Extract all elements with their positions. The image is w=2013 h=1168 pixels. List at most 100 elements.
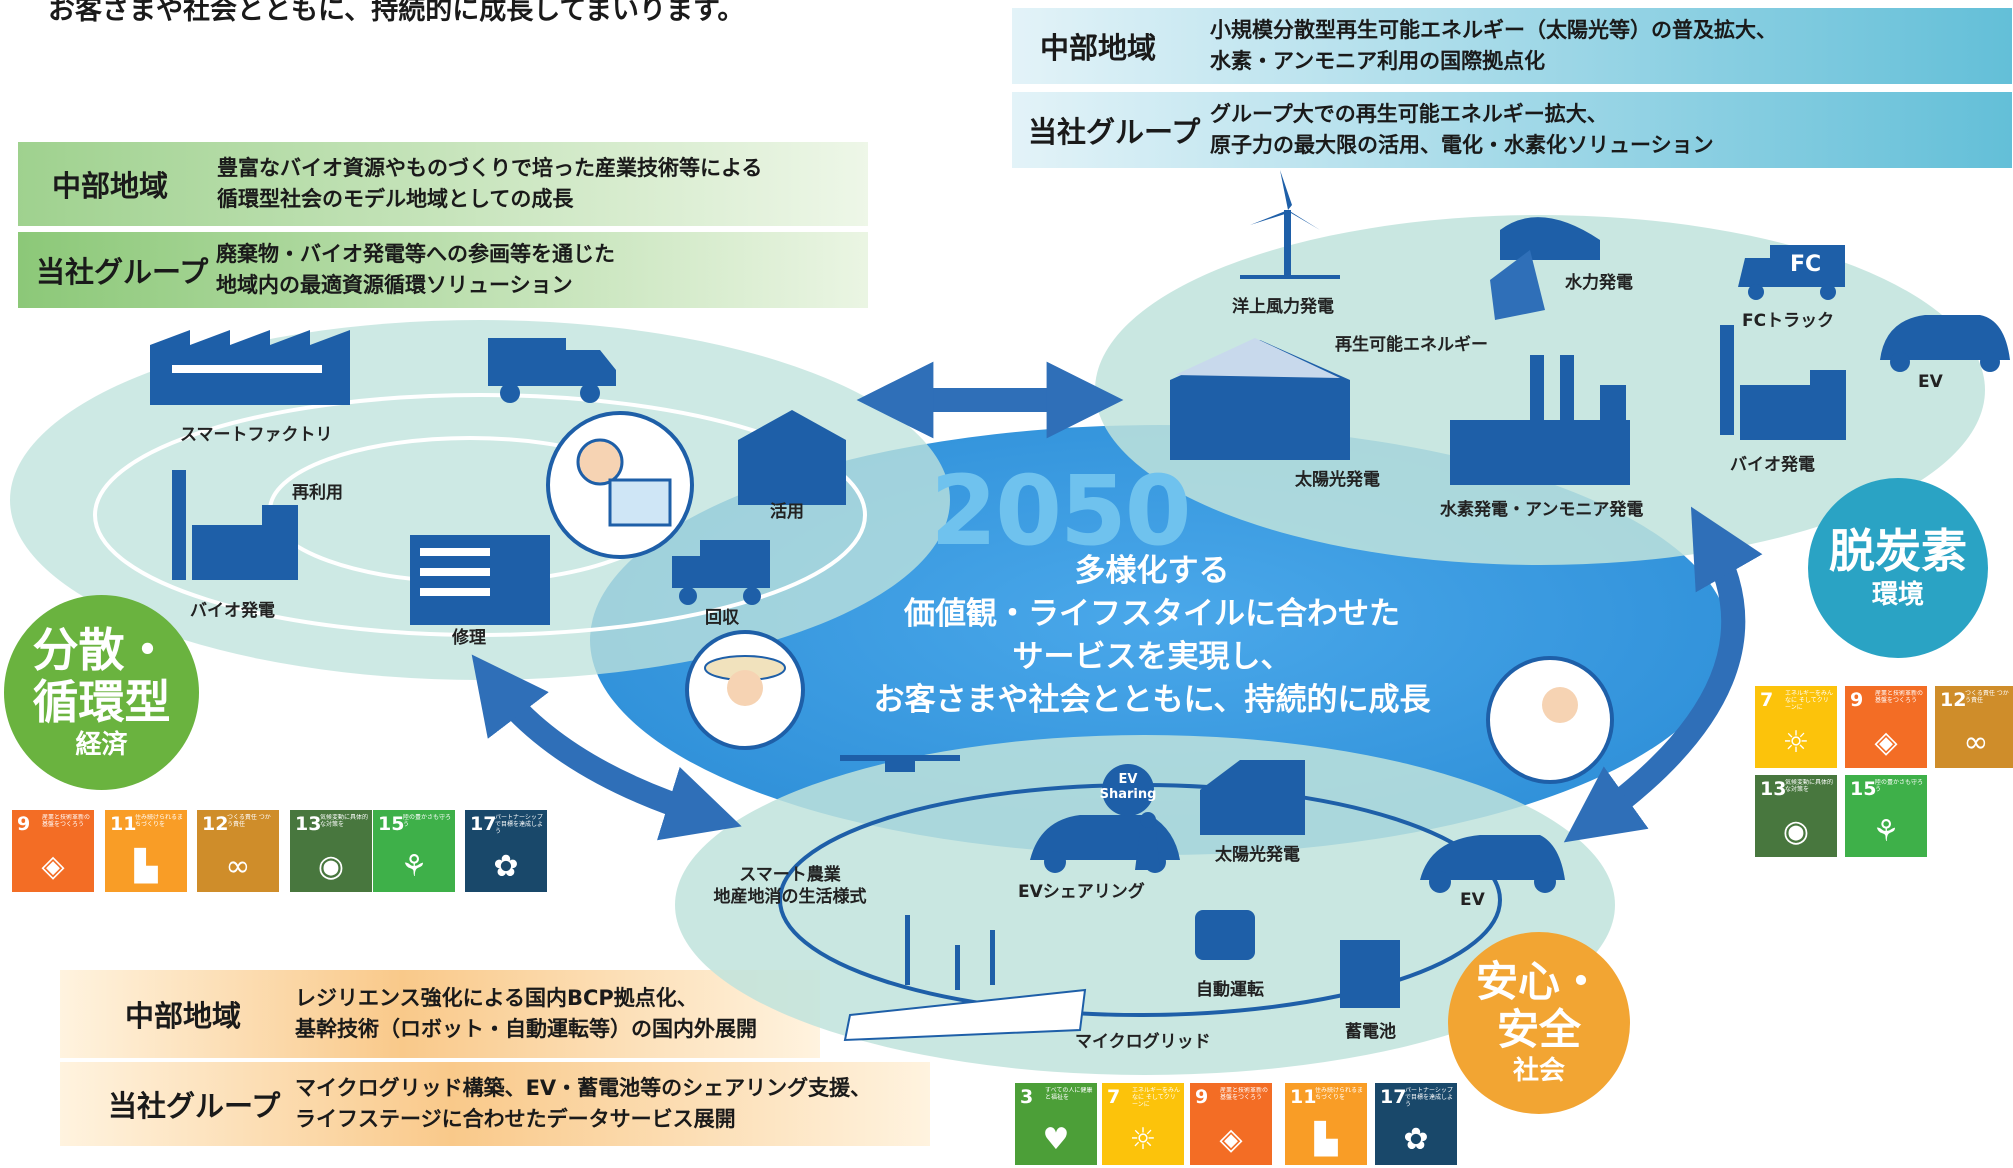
fc-badge: FC: [1790, 252, 1822, 277]
infinity-icon: ∞: [1963, 725, 1989, 760]
band-line: 基幹技術（ロボット・自動運転等）の国内外展開: [295, 1017, 757, 1041]
sdg-goal-number: 17: [470, 813, 497, 835]
left-ellipse: [10, 320, 950, 680]
driver-icon: [1486, 656, 1614, 784]
sdg-goal-text: 産業と技術革新の基盤をつくろう: [1875, 690, 1923, 704]
person-box-icon: [546, 411, 694, 559]
band-key: 中部地域: [52, 169, 169, 203]
sdg-goal-number: 15: [1850, 778, 1877, 800]
sdg-goal-number: 13: [1760, 778, 1787, 800]
band-bottom-left-chubu: 中部地域 レジリエンス強化による国内BCP拠点化、 基幹技術（ロボット・自動運転…: [125, 970, 757, 1058]
sun-icon: ☼: [1782, 725, 1810, 760]
sdg-goal-tile: 9 産業と技術革新の基盤をつくろう ◈: [12, 810, 94, 892]
circle-sub: 環境: [1871, 580, 1924, 610]
sdg-goal-text: 産業と技術革新の基盤をつくろう: [42, 814, 90, 828]
sdg-goal-number: 15: [378, 813, 405, 835]
sdg-goal-number: 9: [1195, 1086, 1209, 1108]
cube-icon: ◈: [1874, 725, 1898, 760]
smart-factory-icon: [150, 330, 350, 405]
label-fc-truck: FCトラック: [1742, 311, 1835, 331]
ev-sharing-badge-line: Sharing: [1099, 787, 1157, 802]
label-bio-left: バイオ発電: [190, 601, 275, 621]
band-key: 当社グループ: [36, 255, 209, 289]
drone-icon: [840, 755, 960, 772]
circle-sub: 社会: [1512, 1056, 1565, 1086]
circle-title: 安全: [1496, 1005, 1581, 1054]
sdg-goal-number: 12: [202, 813, 229, 835]
band-line: マイクログリッド構築、EV・蓄電池等のシェアリング支援、: [295, 1076, 872, 1100]
house-person-icon: [738, 410, 846, 505]
center-line: お客さまや社会とともに、持続的に成長: [873, 682, 1431, 718]
label-bio-right: バイオ発電: [1730, 455, 1815, 475]
sdg-goal-number: 11: [1290, 1086, 1317, 1108]
band-top-left-group: 当社グループ 廃棄物・バイオ発電等への参画等を通じた 地域内の最適資源循環ソリュ…: [36, 232, 615, 308]
label-autonomous: 自動運転: [1196, 980, 1264, 1000]
center-year: 2050: [930, 455, 1191, 567]
band-key: 中部地域: [1040, 31, 1157, 65]
sdg-goal-text: 陸の豊かさも守ろう: [1875, 779, 1923, 793]
sdg-goal-text: 住み続けられるまちづくりを: [135, 814, 183, 828]
circle-society: 安心・ 安全 社会: [1448, 932, 1630, 1114]
band-key: 中部地域: [125, 999, 242, 1033]
tree-icon: ⚘: [400, 849, 428, 884]
sdg-goal-text: すべての人に健康と福祉を: [1045, 1087, 1093, 1101]
circle-economy: 分散・ 循環型 経済: [4, 595, 199, 790]
sun-icon: ☼: [1129, 1122, 1157, 1157]
walking-person-icon: [1135, 812, 1160, 870]
ev-bottom-icon: [1420, 835, 1565, 893]
band-bottom-left-group: 当社グループ マイクログリッド構築、EV・蓄電池等のシェアリング支援、 ライフス…: [108, 1062, 871, 1146]
label-renewable: 再生可能エネルギー: [1335, 335, 1488, 355]
band-line: 循環型社会のモデル地域としての成長: [217, 187, 574, 211]
sdg-goal-text: 産業と技術革新の基盤をつくろう: [1220, 1087, 1268, 1101]
circle-title: 分散・: [32, 622, 171, 677]
band-top-left-2-bg: [18, 232, 868, 308]
band-line: 豊富なバイオ資源やものづくりで培った産業技術等による: [217, 156, 763, 180]
sdg-goal-text: つくる責任 つかう責任: [227, 814, 271, 828]
sdg-goal-text: 陸の豊かさも守ろう: [403, 814, 451, 828]
wind-turbine-icon: [1240, 170, 1340, 279]
band-bottom-left-2-bg: [60, 1062, 930, 1146]
h2-plant-icon: [1450, 355, 1630, 485]
label-solar-bottom: 太陽光発電: [1215, 845, 1300, 865]
cube-icon: ◈: [41, 849, 65, 884]
band-top-right-chubu: 中部地域 小規模分散型再生可能エネルギー（太陽光等）の普及拡大、 水素・アンモニ…: [1040, 8, 1777, 84]
sdg-goal-number: 9: [17, 813, 31, 835]
center-line: 多様化する: [1074, 553, 1230, 589]
band-line: 地域内の最適資源循環ソリューション: [216, 273, 573, 297]
band-key: 当社グループ: [108, 1089, 281, 1123]
label-reuse: 再利用: [292, 483, 343, 503]
label-local-lifestyle: 地産地消の生活様式: [713, 887, 867, 907]
autonomous-robot-icon: [1195, 910, 1255, 960]
solar-house-icon: [1200, 760, 1305, 835]
hydro-icon: [1490, 217, 1600, 320]
sdg-goal-number: 7: [1760, 689, 1774, 711]
sdg-goal-number: 12: [1940, 689, 1967, 711]
band-bottom-left-1-bg: [60, 970, 820, 1058]
circle-environment: 脱炭素 環境: [1808, 478, 1988, 658]
flower-icon: ✿: [493, 849, 519, 884]
label-ev-sharing: EVシェアリング: [1018, 882, 1145, 902]
wind-turbines-bottom-icon: [905, 915, 995, 990]
band-line: 小規模分散型再生可能エネルギー（太陽光等）の普及拡大、: [1210, 18, 1777, 42]
infinity-icon: ∞: [225, 849, 251, 884]
city-icon: ▙: [134, 849, 158, 884]
label-microgrid: マイクログリッド: [1075, 1032, 1211, 1052]
band-line: 水素・アンモニア利用の国際拠点化: [1210, 49, 1546, 73]
band-key: 当社グループ: [1028, 115, 1201, 149]
circle-title: 安心・: [1475, 957, 1602, 1006]
ev-right-icon: [1880, 315, 2010, 372]
label-smart-agri: スマート農業: [739, 865, 841, 885]
band-top-right-group: 当社グループ グループ大での再生可能エネルギー拡大、 原子力の最大限の活用、電化…: [1028, 92, 1714, 168]
label-offshore-wind: 洋上風力発電: [1232, 297, 1334, 317]
top-caption: お客さまや社会とともに、持続的に成長してまいります。: [48, 0, 745, 26]
fc-truck-icon: [1738, 245, 1845, 300]
label-repair: 修理: [452, 628, 486, 648]
